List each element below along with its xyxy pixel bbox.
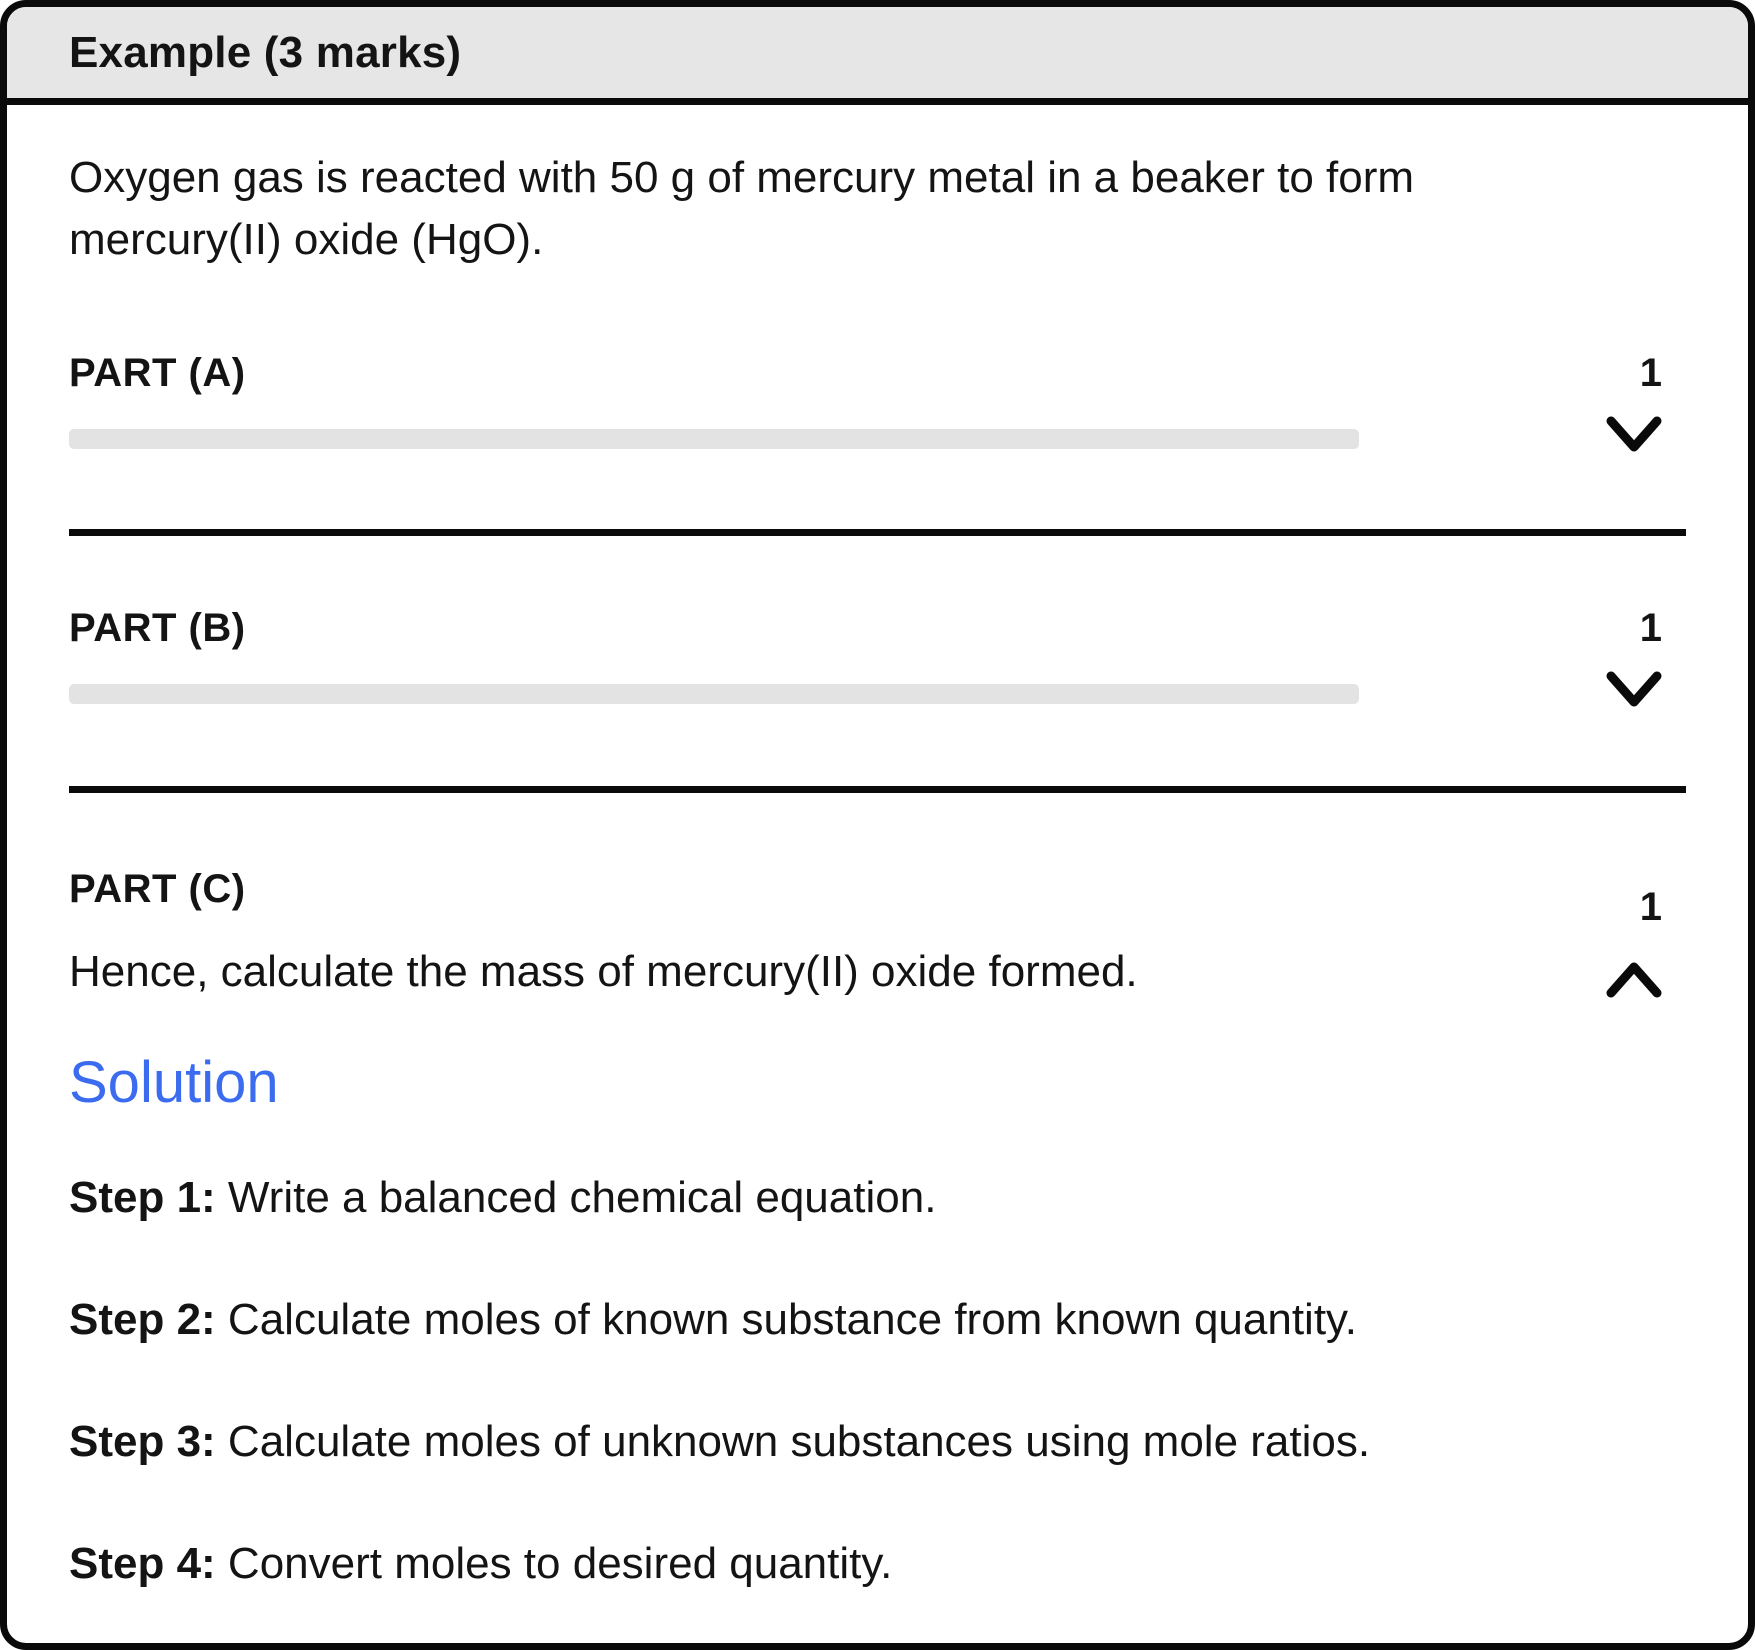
solution-step: Step 2: Calculate moles of known substan… <box>69 1289 1686 1351</box>
step-text: Write a balanced chemical equation. <box>215 1173 937 1222</box>
part-b-header-row[interactable]: PART (B) 1 <box>69 604 1686 710</box>
step-text: Calculate moles of unknown substances us… <box>215 1417 1371 1466</box>
part-b-skeleton-bar <box>69 684 1359 704</box>
step-text: Convert moles to desired quantity. <box>215 1539 893 1588</box>
part-c-label: PART (C) <box>69 867 246 911</box>
step-label: Step 2: <box>69 1295 216 1344</box>
part-c-marks: 1 <box>1639 885 1662 929</box>
part-a-marks: 1 <box>1639 351 1662 395</box>
chevron-down-icon[interactable] <box>1606 668 1662 710</box>
question-stem: Oxygen gas is reacted with 50 g of mercu… <box>69 153 1415 264</box>
step-label: Step 4: <box>69 1539 216 1588</box>
step-label: Step 3: <box>69 1417 216 1466</box>
part-b-label: PART (B) <box>69 606 246 650</box>
card-header: Example (3 marks) <box>7 7 1748 105</box>
part-c-question: Hence, calculate the mass of mercury(II)… <box>69 947 1138 996</box>
solution-step: Step 1: Write a balanced chemical equati… <box>69 1167 1686 1229</box>
solution-steps: Step 1: Write a balanced chemical equati… <box>69 1167 1686 1595</box>
card-body: Oxygen gas is reacted with 50 g of mercu… <box>7 147 1748 1643</box>
part-c-section: PART (C) Hence, calculate the mass of me… <box>69 865 1686 1595</box>
part-a-header-row[interactable]: PART (A) 1 <box>69 349 1686 455</box>
chevron-up-icon[interactable] <box>1606 959 1662 1001</box>
part-a-skeleton-bar <box>69 429 1359 449</box>
section-divider <box>69 529 1686 536</box>
solution-heading: Solution <box>69 1050 279 1115</box>
step-text: Calculate moles of known substance from … <box>215 1295 1358 1344</box>
step-label: Step 1: <box>69 1173 216 1222</box>
solution-step: Step 3: Calculate moles of unknown subst… <box>69 1411 1686 1473</box>
part-b-section: PART (B) 1 <box>69 604 1686 710</box>
chevron-down-icon[interactable] <box>1606 413 1662 455</box>
part-a-label: PART (A) <box>69 351 246 395</box>
part-b-marks: 1 <box>1639 606 1662 650</box>
part-a-section: PART (A) 1 <box>69 349 1686 455</box>
part-c-header-row[interactable]: PART (C) Hence, calculate the mass of me… <box>69 865 1686 1003</box>
section-divider <box>69 786 1686 793</box>
solution-step: Step 4: Convert moles to desired quantit… <box>69 1533 1686 1595</box>
card-title: Example (3 marks) <box>69 27 462 77</box>
